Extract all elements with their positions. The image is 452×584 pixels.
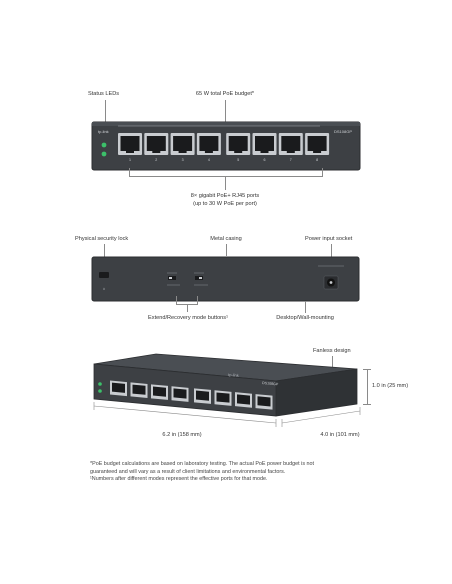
- brand-logo: tp-link: [98, 129, 109, 134]
- ports-leader: [225, 176, 226, 190]
- angled-port-7: [235, 392, 252, 408]
- svg-text:⌂: ⌂: [103, 286, 106, 291]
- height-label: 1.0 in (25 mm): [372, 383, 409, 389]
- rj45-port-7: [278, 133, 303, 155]
- fanless-label: Fanless design: [313, 348, 351, 354]
- width-label: 6.2 in (158 mm): [162, 432, 202, 438]
- fanless-leader: [332, 356, 333, 367]
- rj45-port-2: [144, 133, 169, 155]
- port-number-5: 5: [237, 158, 239, 162]
- security-lock-label: Physical security lock: [75, 236, 129, 242]
- rj45-port-5: [226, 133, 251, 155]
- angled-led-2: [98, 389, 102, 393]
- rj45-port-4: [196, 133, 221, 155]
- status-led-poe: [101, 151, 107, 157]
- mode-switch-recovery: [194, 272, 208, 286]
- port-number-6: 6: [264, 158, 266, 162]
- port-number-2: 2: [155, 158, 157, 162]
- ports-bracket-right: [322, 168, 323, 176]
- mode-switch-extend: [167, 272, 180, 286]
- rj45-port-1: [118, 133, 142, 155]
- angled-port-5: [194, 388, 211, 404]
- angled-port-2: [130, 382, 148, 398]
- footnote-poe-1: *PoE budget calculations are based on la…: [90, 461, 315, 467]
- angled-port-4: [171, 386, 189, 402]
- ports-label-line1: 8× gigabit PoE+ RJ45 ports: [190, 193, 260, 199]
- poe-budget-leader: [225, 100, 226, 124]
- angled-port-1: [110, 380, 127, 397]
- mode-buttons-bracket-left: [176, 296, 177, 304]
- ports-bracket-bottom: [129, 176, 323, 177]
- height-dim-line: [367, 369, 368, 405]
- depth-label: 4.0 in (101 mm): [320, 432, 360, 438]
- status-led-power: [101, 142, 107, 148]
- footnote-modes: ¹Numbers after different modes represent…: [90, 476, 268, 483]
- port-number-3: 3: [182, 158, 184, 162]
- status-leds-label: Status LEDs: [88, 91, 120, 97]
- security-lock-slot: [99, 272, 109, 278]
- ports-label-line2: (up to 30 W PoE per port): [193, 201, 257, 207]
- port-number-7: 7: [290, 158, 292, 162]
- mounting-leader: [305, 301, 306, 313]
- model-label: DS108GP: [334, 129, 352, 134]
- angled-led-1: [98, 382, 102, 386]
- poe-budget-label: 65 W total PoE budget*: [195, 91, 255, 97]
- rj45-port-3: [170, 133, 195, 155]
- port-number-8: 8: [316, 158, 318, 162]
- mounting-label: Desktop/Wall-mounting: [276, 315, 334, 321]
- angled-port-3: [151, 384, 168, 400]
- ports-bracket-left: [129, 168, 130, 176]
- metal-casing-label: Metal casing: [210, 236, 242, 242]
- angled-model-label: DS108GP: [262, 381, 279, 386]
- port-number-1: 1: [129, 158, 131, 162]
- footnote-poe-2: guaranteed and will vary as a result of …: [90, 468, 286, 475]
- power-input-label: Power input socket: [305, 236, 353, 242]
- rj45-port-6: [252, 133, 277, 155]
- mode-buttons-label: Extend/Recovery mode buttons¹: [148, 315, 228, 321]
- mode-buttons-leader: [187, 304, 188, 312]
- mode-buttons-bracket-right: [197, 296, 198, 304]
- footnotes: *PoE budget calculations are based on la…: [90, 461, 380, 484]
- status-leds-leader: [105, 100, 106, 140]
- rj45-port-8: [305, 133, 330, 155]
- metal-casing-leader: [226, 244, 227, 256]
- angled-port-8: [255, 394, 273, 410]
- svg-text:tp-link: tp-link: [228, 372, 239, 378]
- port-number-4: 4: [208, 158, 210, 162]
- angled-port-6: [214, 390, 232, 406]
